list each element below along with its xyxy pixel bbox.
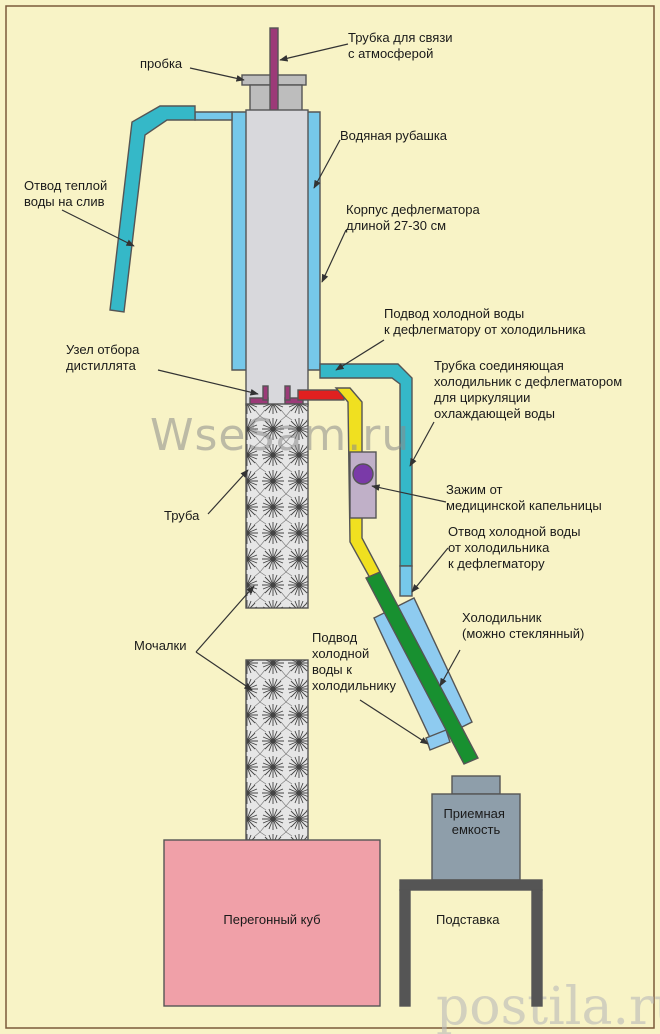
receiver-lid bbox=[451, 775, 501, 795]
connecting-tube-label: Трубка соединяющая холодильник с дефлегм… bbox=[434, 358, 626, 421]
takeoff-node-left-stem bbox=[262, 385, 269, 401]
dephlegmator-body-label: Корпус дефлегматора длиной 27-30 см bbox=[346, 202, 483, 233]
takeoff-red-stub bbox=[297, 389, 345, 401]
plug-label: пробка bbox=[140, 56, 183, 71]
cold-water-inlet-condenser-label: Подвод холодной воды к холодильнику bbox=[312, 630, 396, 693]
warm-water-outlet-label: Отвод теплой воды на слив bbox=[24, 178, 111, 209]
clamp-leader bbox=[371, 484, 447, 503]
boiler bbox=[163, 839, 381, 1007]
condenser-inner-tube bbox=[365, 571, 479, 765]
site-watermark: WseSam.ru bbox=[150, 410, 410, 461]
scrubbers-leader-upper bbox=[195, 585, 255, 653]
clamp-plate bbox=[349, 451, 377, 519]
vent-tube-label: Трубка для связи с атмосферой bbox=[348, 30, 456, 61]
distillate-takeoff-leader bbox=[157, 369, 259, 396]
pipe-leader bbox=[207, 469, 249, 515]
receiver-body bbox=[431, 793, 521, 881]
stand-leg-left bbox=[399, 889, 411, 1007]
water-jacket-leader bbox=[313, 139, 341, 189]
vent-tube-leader bbox=[279, 43, 349, 62]
condenser-inlet-nozzle bbox=[425, 729, 451, 751]
connecting-tube-leader bbox=[409, 421, 435, 467]
packed-section-upper bbox=[245, 403, 309, 609]
vent-tube bbox=[269, 27, 279, 119]
stand-top bbox=[399, 879, 543, 891]
warm-water-outlet-hose bbox=[109, 105, 196, 313]
plug-leader bbox=[189, 67, 245, 82]
water-jacket-label: Водяная рубашка bbox=[340, 128, 448, 143]
stand-leg-right bbox=[531, 889, 543, 1007]
cold-water-inlet-dephlegmator-label: Подвод холодной воды к дефлегматору от х… bbox=[384, 306, 586, 337]
column-tube-upper bbox=[245, 109, 309, 406]
scrubbers-leader-lower bbox=[195, 651, 253, 691]
pipe-label: Труба bbox=[164, 508, 200, 523]
condenser-label: Холодильник (можно стеклянный) bbox=[462, 610, 584, 641]
warm-water-outlet-leader bbox=[61, 209, 135, 247]
frame-border bbox=[5, 5, 655, 1029]
stand-label: Подставка bbox=[436, 912, 500, 927]
clamp-label: Зажим от медицинской капельницы bbox=[446, 482, 602, 513]
dephlegmator-body-leader bbox=[321, 229, 347, 283]
packed-section-lower bbox=[245, 659, 309, 841]
takeoff-node-right-stem bbox=[284, 385, 291, 401]
cold-water-outlet-condenser-label: Отвод холодной воды от холодильника к де… bbox=[448, 524, 584, 571]
condenser-leader bbox=[439, 649, 461, 687]
jacket-top-connector bbox=[194, 111, 233, 121]
distillate-takeoff-label: Узел отбора дистиллята bbox=[66, 342, 143, 373]
scrubbers-label: Мочалки bbox=[134, 638, 186, 653]
cold-water-inlet-dephlegmator-leader bbox=[335, 339, 385, 371]
boiler-label: Перегонный куб bbox=[223, 912, 320, 927]
receiver-label: Приемная емкость bbox=[443, 806, 508, 837]
cold-water-outlet-condenser-leader bbox=[411, 547, 449, 593]
postila-watermark: postila.ru bbox=[436, 977, 660, 1034]
condenser-water-outlet-pipe bbox=[399, 565, 413, 597]
cold-water-inlet-condenser-leader bbox=[359, 699, 429, 745]
clamp-knob bbox=[352, 463, 374, 485]
